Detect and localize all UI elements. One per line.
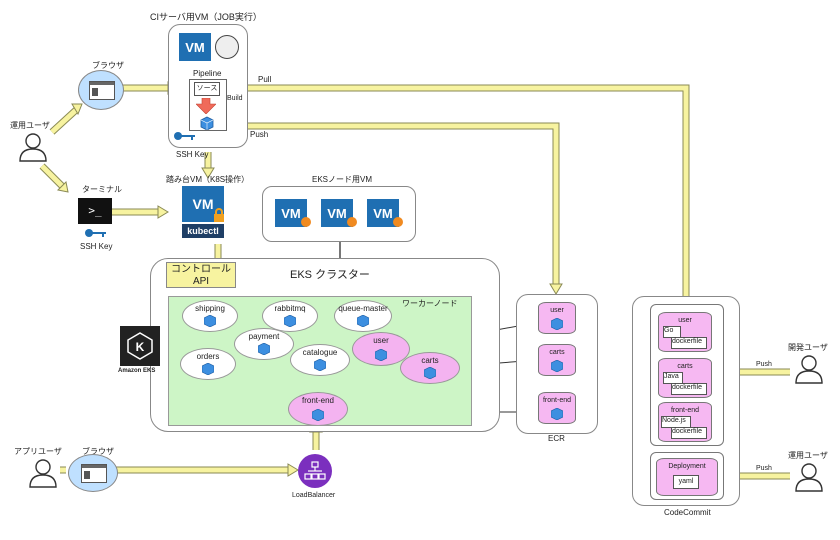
cc-user-lang: Go bbox=[663, 326, 681, 338]
eks-cluster-title: EKS クラスター bbox=[290, 269, 370, 281]
svc-catalogue: catalogue bbox=[290, 344, 350, 376]
cc-repo-front-end: front-end Node.js dockerfile bbox=[658, 402, 712, 442]
svc-payment: payment bbox=[234, 328, 294, 360]
node-vm-3-play-icon bbox=[393, 217, 403, 227]
cc-repo-carts: carts Java dockerfile bbox=[658, 358, 712, 398]
browser-window bbox=[81, 464, 107, 483]
svg-text:K: K bbox=[136, 340, 145, 354]
cube-icon bbox=[551, 360, 563, 372]
dev-user-label: 開発ユーザ bbox=[788, 343, 828, 352]
terminal-icon: >_ bbox=[78, 198, 112, 224]
network-tree-icon bbox=[304, 461, 326, 480]
cube-icon bbox=[357, 315, 369, 327]
terminal-label: ターミナル bbox=[82, 185, 122, 194]
ops-user-left-icon bbox=[19, 133, 47, 162]
build-arrow-icon bbox=[196, 98, 216, 114]
cube-icon bbox=[551, 318, 563, 330]
ecr-label: ECR bbox=[548, 434, 565, 443]
terminal-key-icon bbox=[85, 229, 106, 237]
node-vm-1-play-icon bbox=[301, 217, 311, 227]
pipeline-label: Pipeline bbox=[193, 69, 222, 78]
cube-icon bbox=[284, 315, 296, 327]
cube-icon bbox=[375, 349, 387, 361]
load-balancer-label: LoadBalancer bbox=[292, 492, 336, 499]
svc-user: user bbox=[352, 332, 410, 366]
cc-repo-user: user Go dockerfile bbox=[658, 312, 712, 352]
ecr-repo-carts: carts bbox=[538, 344, 576, 376]
cube-icon bbox=[424, 367, 436, 379]
cube-icon bbox=[551, 408, 563, 420]
cube-icon bbox=[202, 363, 214, 375]
ecr-repo-user: user bbox=[538, 302, 576, 334]
cc-deployment-yaml: yaml bbox=[673, 475, 699, 489]
cube-icon bbox=[314, 359, 326, 371]
ecr-repo-front-end: front-end bbox=[538, 392, 576, 424]
kubectl-badge: kubectl bbox=[182, 224, 224, 238]
ci-vm-title: CIサーバ用VM（JOB実行） bbox=[150, 12, 262, 22]
browser-top-icon bbox=[78, 70, 124, 110]
cube-icon bbox=[312, 409, 324, 421]
codecommit-deploy-frame bbox=[650, 452, 724, 500]
lock-icon bbox=[214, 208, 224, 222]
svc-rabbitmq: rabbitmq bbox=[262, 300, 318, 332]
codecommit-label: CodeCommit bbox=[664, 508, 711, 517]
ops-push-label: Push bbox=[756, 465, 772, 472]
cc-carts-dockerfile: dockerfile bbox=[671, 383, 707, 395]
pipeline-frame: ソース bbox=[189, 79, 227, 131]
ci-vm-box: VM Pipeline ソース Build bbox=[168, 24, 248, 148]
push-label: Push bbox=[250, 130, 268, 139]
jenkins-icon bbox=[215, 35, 239, 59]
browser-top-label: ブラウザ bbox=[92, 61, 124, 70]
terminal-ssh-key-label: SSH Key bbox=[80, 242, 113, 251]
cube-icon bbox=[258, 343, 270, 355]
cube-icon bbox=[204, 315, 216, 327]
app-user-label: アプリユーザ bbox=[14, 447, 62, 456]
container-cube-icon bbox=[200, 116, 214, 130]
cc-user-dockerfile: dockerfile bbox=[671, 337, 707, 349]
build-label: Build bbox=[227, 95, 243, 102]
browser-bottom-label: ブラウザ bbox=[82, 447, 114, 456]
svc-front-end: front-end bbox=[288, 392, 348, 426]
node-vm-2: VM bbox=[321, 199, 353, 227]
node-vm-2-play-icon bbox=[347, 217, 357, 227]
pull-label: Pull bbox=[258, 75, 272, 84]
source-doc: ソース bbox=[194, 82, 220, 96]
worker-node-label: ワーカーノード bbox=[402, 299, 458, 308]
ops-user-left-label: 運用ユーザ bbox=[10, 121, 50, 130]
cc-front-end-dockerfile: dockerfile bbox=[671, 427, 707, 439]
codecommit-repos-frame bbox=[650, 304, 724, 446]
ssh-key-icon bbox=[174, 132, 195, 140]
ops-user-right-label: 運用ユーザ bbox=[788, 451, 828, 460]
eks-node-vm-title: EKSノード用VM bbox=[312, 175, 373, 184]
ops-user-right-icon bbox=[795, 463, 823, 492]
eks-hexagon-icon: K bbox=[127, 332, 153, 360]
eks-node-vm-box: VM VM VM bbox=[262, 186, 416, 242]
cc-repo-deployment: Deployment yaml bbox=[656, 458, 718, 496]
dev-user-icon bbox=[795, 355, 823, 384]
svc-orders: orders bbox=[180, 348, 236, 380]
bastion-title: 踏み台VM（K8S操作） bbox=[166, 175, 250, 184]
browser-window bbox=[89, 81, 115, 100]
ci-ssh-key-label: SSH Key bbox=[176, 150, 209, 159]
amazon-eks-logo: K bbox=[120, 326, 160, 366]
control-api-box: コントロール API bbox=[166, 262, 236, 288]
svc-queue-master: queue-master bbox=[334, 300, 392, 332]
browser-bottom-icon bbox=[68, 454, 118, 492]
dev-push-label: Push bbox=[756, 361, 772, 368]
load-balancer-icon bbox=[298, 454, 332, 488]
svc-carts: carts bbox=[400, 352, 460, 384]
ci-vm-logo: VM bbox=[179, 33, 211, 61]
app-user-icon bbox=[29, 459, 57, 488]
svc-shipping: shipping bbox=[182, 300, 238, 332]
amazon-eks-label: Amazon EKS bbox=[118, 368, 156, 374]
